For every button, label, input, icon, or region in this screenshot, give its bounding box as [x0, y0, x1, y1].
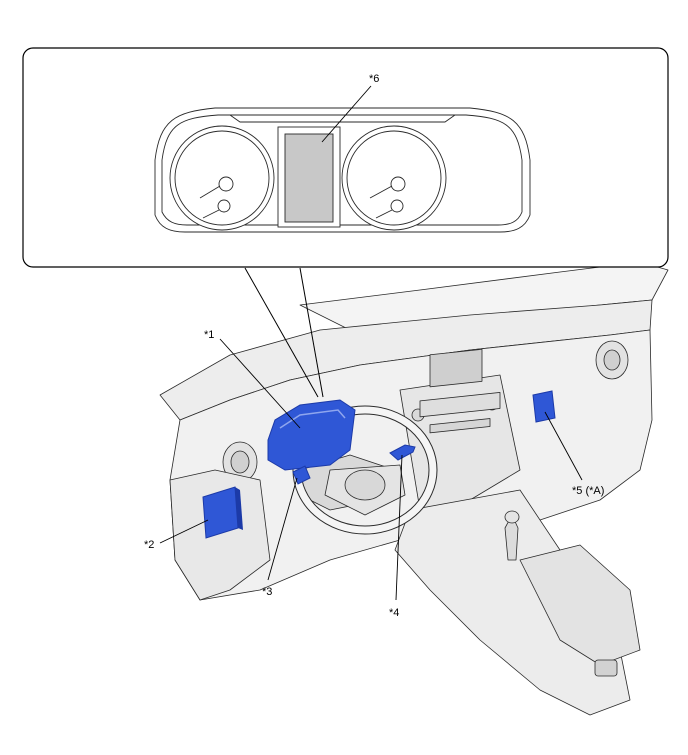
armrest: [519, 544, 641, 666]
zoom-callout-lines: [244, 267, 324, 398]
combination-switch-icon: [389, 444, 416, 461]
ecu-module-right-icon: [532, 390, 556, 423]
callout-1: *1: [204, 329, 214, 341]
leader-lines: [159, 85, 583, 601]
callout-5: *5 (*A): [572, 485, 604, 497]
combination-meter-icon: [267, 399, 356, 471]
callout-6: *6: [369, 73, 379, 85]
callout-4: *4: [389, 607, 399, 619]
instrument-cluster-closeup: [154, 107, 531, 233]
lower-left-panel: [169, 469, 271, 601]
callout-3: *3: [262, 586, 272, 598]
callout-2: *2: [144, 539, 154, 551]
center-display: [429, 348, 483, 388]
dashboard-illustration: [159, 261, 669, 716]
